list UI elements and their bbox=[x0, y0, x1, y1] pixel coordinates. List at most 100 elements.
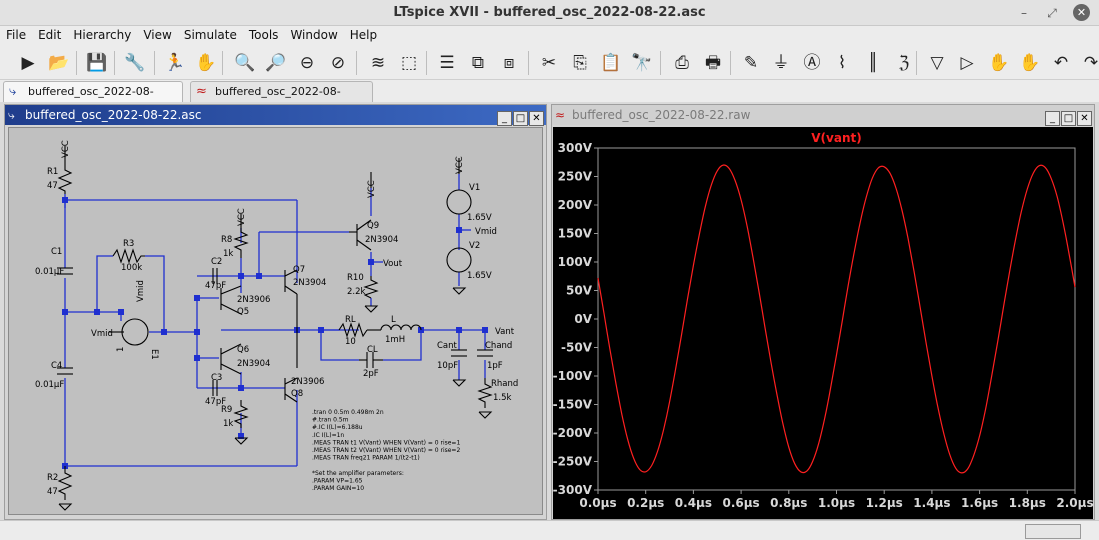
menu-help[interactable]: Help bbox=[349, 28, 378, 42]
zoom-in-icon[interactable]: 🔍 bbox=[234, 53, 256, 73]
svg-text:Vmid: Vmid bbox=[91, 329, 113, 339]
svg-text:C1: C1 bbox=[51, 247, 62, 257]
svg-text:Q8: Q8 bbox=[291, 389, 303, 399]
minimize-button[interactable]: _ bbox=[497, 111, 512, 126]
menu-view[interactable]: View bbox=[143, 28, 172, 42]
y-tick-label: -250V bbox=[553, 455, 593, 469]
inductor-icon[interactable]: ℨ bbox=[898, 53, 910, 73]
undo-icon[interactable]: ↶ bbox=[1053, 53, 1069, 73]
close-button[interactable]: ✕ bbox=[1073, 4, 1090, 21]
label-net-icon[interactable]: Ⓐ bbox=[803, 53, 821, 73]
window-title: LTspice XVII - buffered_osc_2022-08-22.a… bbox=[393, 5, 706, 20]
waveform-window[interactable]: ≈ buffered_osc_2022-08-22.raw _□✕ 300V 25… bbox=[551, 104, 1095, 520]
run-icon[interactable]: ▶ bbox=[21, 53, 35, 73]
svg-text:L: L bbox=[391, 315, 396, 325]
print-icon[interactable]: 🖶 bbox=[704, 53, 722, 73]
move-icon[interactable]: ✋ bbox=[988, 53, 1010, 73]
maximize-button[interactable]: ⤢ bbox=[1047, 6, 1057, 20]
zoom-out-icon[interactable]: ⊖ bbox=[299, 53, 315, 73]
schematic-icon: ⤷ bbox=[9, 84, 17, 99]
y-tick-label: 150V bbox=[558, 227, 593, 241]
draw-wire-icon[interactable]: ✎ bbox=[743, 53, 759, 73]
menu-hierarchy[interactable]: Hierarchy bbox=[73, 28, 132, 42]
menu-window[interactable]: Window bbox=[290, 28, 338, 42]
x-tick-label: 0.2µs bbox=[627, 496, 664, 510]
toolbar: ▶ 📂 💾 🔧 🏃 ✋ 🔍 🔎 ⊖ ⊘ ≋ ⬚ ☰ ⧉ ⧈ ✂ ⎘ 📋 🔭 ⎙ 🖶 ✎ ⏚ Ⓐ ⌇ ║ ℨ ▽ ▷ ✋ ✋ ↶ ↷ bbox=[0, 46, 1099, 80]
spice-directives: .tran 0 0.5m 0.498m 2n#.tran 0.5m#.IC I(… bbox=[312, 409, 460, 492]
wires bbox=[64, 174, 486, 467]
redo-icon[interactable]: ↷ bbox=[1083, 53, 1099, 73]
component-icon[interactable]: ▷ bbox=[960, 53, 974, 73]
toolbar-separator bbox=[76, 51, 77, 75]
directive-line: .IC I(L)=1n bbox=[312, 432, 344, 439]
svg-text:Vout: Vout bbox=[383, 259, 403, 269]
halt-icon[interactable]: 🏃 bbox=[164, 53, 186, 73]
y-tick-label: -150V bbox=[553, 398, 593, 412]
tab-schematic[interactable]: ⤷ buffered_osc_2022-08-22.asc bbox=[3, 81, 183, 117]
minimize-button[interactable]: – bbox=[1021, 6, 1027, 20]
svg-text:Chand: Chand bbox=[485, 341, 512, 351]
svg-text:Q7: Q7 bbox=[293, 265, 305, 275]
svg-text:C4: C4 bbox=[51, 361, 62, 371]
x-tick-label: 0.0µs bbox=[579, 496, 616, 510]
autorange-icon[interactable]: ≋ bbox=[370, 53, 386, 73]
schematic-window-titlebar[interactable]: ⤷ buffered_osc_2022-08-22.asc _□✕ bbox=[5, 105, 546, 126]
menu-edit[interactable]: Edit bbox=[38, 28, 62, 42]
resistor-icon[interactable]: ⌇ bbox=[837, 53, 847, 73]
print-preview-icon[interactable]: ⎙ bbox=[675, 53, 689, 73]
svg-text:1pF: 1pF bbox=[487, 361, 503, 371]
document-tabs: ⤷ buffered_osc_2022-08-22.asc ≈ buffered… bbox=[0, 80, 1099, 117]
svg-text:Q6: Q6 bbox=[237, 345, 249, 355]
directive-line: *Set the amplifier parameters: bbox=[312, 470, 404, 477]
svg-text:0.01µF: 0.01µF bbox=[35, 380, 64, 390]
copy-icon[interactable]: ⎘ bbox=[573, 53, 587, 73]
maximize-button[interactable]: □ bbox=[1061, 111, 1076, 126]
directive-line: .PARAM GAIN=10 bbox=[312, 485, 364, 492]
paste-icon[interactable]: 📋 bbox=[600, 53, 622, 73]
svg-text:Vant: Vant bbox=[495, 327, 515, 337]
minimize-button[interactable]: _ bbox=[1045, 111, 1060, 126]
svg-text:1k: 1k bbox=[223, 249, 233, 259]
zoom-pan-icon[interactable]: 🔎 bbox=[265, 53, 287, 73]
menu-simulate[interactable]: Simulate bbox=[183, 28, 237, 42]
menu-file[interactable]: File bbox=[6, 28, 27, 42]
svg-text:1.65V: 1.65V bbox=[467, 271, 492, 281]
maximize-button[interactable]: □ bbox=[513, 111, 528, 126]
svg-text:C3: C3 bbox=[211, 373, 222, 383]
title-bar: LTspice XVII - buffered_osc_2022-08-22.a… bbox=[0, 0, 1099, 26]
drag-icon[interactable]: ✋ bbox=[1019, 53, 1041, 73]
tab-waveform[interactable]: ≈ buffered_osc_2022-08-22.raw bbox=[190, 81, 373, 117]
waveform-window-titlebar[interactable]: ≈ buffered_osc_2022-08-22.raw _□✕ bbox=[552, 105, 1094, 126]
svg-text:V2: V2 bbox=[469, 241, 480, 251]
ground-icon[interactable]: ⏚ bbox=[772, 53, 790, 73]
schematic-window[interactable]: ⤷ buffered_osc_2022-08-22.asc _□✕ bbox=[4, 104, 547, 520]
toolbar-separator bbox=[154, 51, 155, 75]
close-button[interactable]: ✕ bbox=[1077, 111, 1092, 126]
cursor-icon[interactable]: ⬚ bbox=[400, 53, 418, 73]
cascade-icon[interactable]: ⧉ bbox=[471, 53, 485, 73]
svg-text:10: 10 bbox=[345, 337, 356, 347]
tile-vertical-icon[interactable]: ⧈ bbox=[503, 53, 515, 73]
save-icon[interactable]: 💾 bbox=[86, 53, 108, 73]
capacitor-icon[interactable]: ║ bbox=[867, 53, 879, 73]
hand-probe-icon[interactable]: ✋ bbox=[195, 53, 217, 73]
cut-icon[interactable]: ✂ bbox=[541, 53, 557, 73]
svg-text:Q9: Q9 bbox=[367, 221, 379, 231]
diode-icon[interactable]: ▽ bbox=[930, 53, 944, 73]
close-button[interactable]: ✕ bbox=[529, 111, 544, 126]
control-panel-icon[interactable]: 🔧 bbox=[124, 53, 146, 73]
y-tick-label: 250V bbox=[558, 170, 593, 184]
schematic-window-title: buffered_osc_2022-08-22.asc bbox=[25, 108, 202, 122]
y-tick-label: 300V bbox=[558, 141, 593, 155]
mdi-area: ⤷ buffered_osc_2022-08-22.asc _□✕ bbox=[0, 102, 1099, 520]
menu-tools[interactable]: Tools bbox=[248, 28, 279, 42]
tile-horizontal-icon[interactable]: ☰ bbox=[439, 53, 455, 73]
svg-text:1mH: 1mH bbox=[385, 335, 405, 345]
open-folder-icon[interactable]: 📂 bbox=[48, 53, 70, 73]
svg-text:VCC: VCC bbox=[367, 180, 377, 198]
zoom-fit-icon[interactable]: ⊘ bbox=[330, 53, 346, 73]
find-icon[interactable]: 🔭 bbox=[631, 53, 653, 73]
